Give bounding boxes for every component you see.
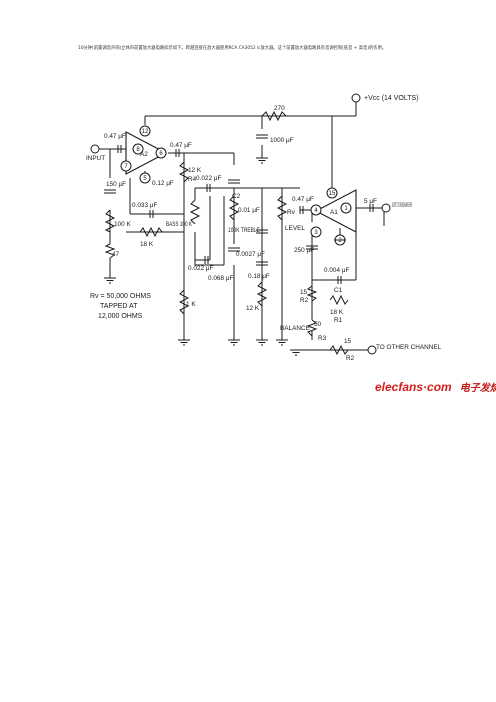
pin-5: 5 (143, 176, 147, 182)
ground-symbols (104, 157, 346, 356)
pin-8: 8 (136, 147, 140, 153)
watermark-tagline: 电子发烧友 (459, 383, 496, 394)
r12k-b-label: 12 K (246, 305, 260, 312)
resistors (104, 110, 349, 356)
pin-4: 4 (314, 208, 318, 214)
c0022-label: 0.022 μF (196, 175, 221, 182)
c047c-label: 0.47 μF (292, 196, 314, 203)
vcc-label: +Vcc (14 VOLTS) (364, 95, 419, 102)
r15-label: 15 (300, 289, 308, 296)
pin-12: 12 (142, 129, 149, 135)
c-in-label: 0.47 μF (104, 133, 126, 140)
c1-label: C1 (334, 287, 343, 294)
r3-label: R3 (318, 335, 327, 342)
c250-label: 250 μF (294, 247, 314, 254)
pin-1: 1 (344, 206, 348, 212)
r47-label: 47 (112, 251, 120, 258)
c150-label: 150 μF (106, 181, 126, 188)
intro-paragraph: 10分钟(前置调音声响)立体声前置放大器电路如示如下。跨越连接在放大器使用RCA… (78, 46, 387, 51)
pins (120, 125, 352, 246)
r2b-label: R2 (346, 355, 355, 362)
bass-label: BASS 100 K (166, 221, 193, 228)
elecfans-watermark: elecfans·com 电子发烧友 (375, 376, 496, 394)
watermark-brand: elecfans·com (375, 380, 452, 394)
c012-label: 0.12 μF (152, 180, 174, 187)
input-terminal (90, 144, 100, 154)
c00027-label: 0.0027 μF (236, 251, 265, 258)
r18k-b-label: 18 K (330, 309, 344, 316)
r12k-label: 12 K (188, 167, 202, 174)
c0022b-label: 0.022 μF (188, 265, 213, 272)
c018-label: 0.18 μF (248, 273, 270, 280)
r2-label: R2 (300, 297, 309, 304)
c001-label: 0.01 μF (238, 207, 260, 214)
r100k-label: 100 K (114, 221, 131, 228)
c0068-label: 0.068 μF (208, 275, 233, 282)
treble-label: 100K TREBLE (228, 227, 260, 234)
op-amp-a1 (314, 189, 357, 233)
pin-3: 3 (314, 230, 318, 236)
balance-label: BALANCE (280, 325, 310, 332)
r15b-label: 15 (344, 338, 352, 345)
a1-label: A1 (330, 209, 338, 216)
vcc-terminal (351, 93, 361, 103)
pin-15: 15 (329, 191, 336, 197)
output-label: OUTPUT TO POWER AMPLIFIER (392, 202, 412, 209)
pin-6: 6 (159, 151, 163, 157)
c2-label: C2 (232, 193, 241, 200)
other-channel-terminal (367, 345, 377, 355)
pin-2: 2 (338, 238, 342, 244)
pin-7: 7 (124, 164, 128, 170)
note-line-3: 12,000 OHMS (98, 313, 143, 320)
c5-label: 5 μF (364, 198, 377, 205)
rv-label: Rv (287, 209, 296, 216)
r4-label: R4 (188, 176, 197, 183)
a2-label: A2 (140, 151, 148, 158)
c0004-label: 0.004 μF (324, 267, 349, 274)
r18k-label: 18 K (140, 241, 154, 248)
input-label: INPUT (86, 155, 105, 162)
note-line-1: Rv = 50,000 OHMS (90, 293, 151, 300)
r50-label: 50 (314, 321, 322, 328)
r1k-label: 1 K (186, 301, 196, 308)
preamp-schematic: 12 7 8 6 5 15 4 3 2 1 (86, 93, 442, 362)
c047b-label: 0.47 μF (170, 142, 192, 149)
op-amp-a2 (125, 131, 168, 175)
other-channel-label: TO OTHER CHANNEL (376, 344, 442, 351)
note-line-2: TAPPED AT (100, 303, 138, 310)
c1000-label: 1000 μF (270, 137, 294, 144)
r270-label: 270 (274, 105, 285, 112)
capacitors (104, 134, 374, 284)
output-terminal (381, 203, 391, 213)
c0033-label: 0.033 μF (132, 202, 157, 209)
level-label: LEVEL (285, 225, 305, 232)
r1-label: R1 (334, 317, 343, 324)
